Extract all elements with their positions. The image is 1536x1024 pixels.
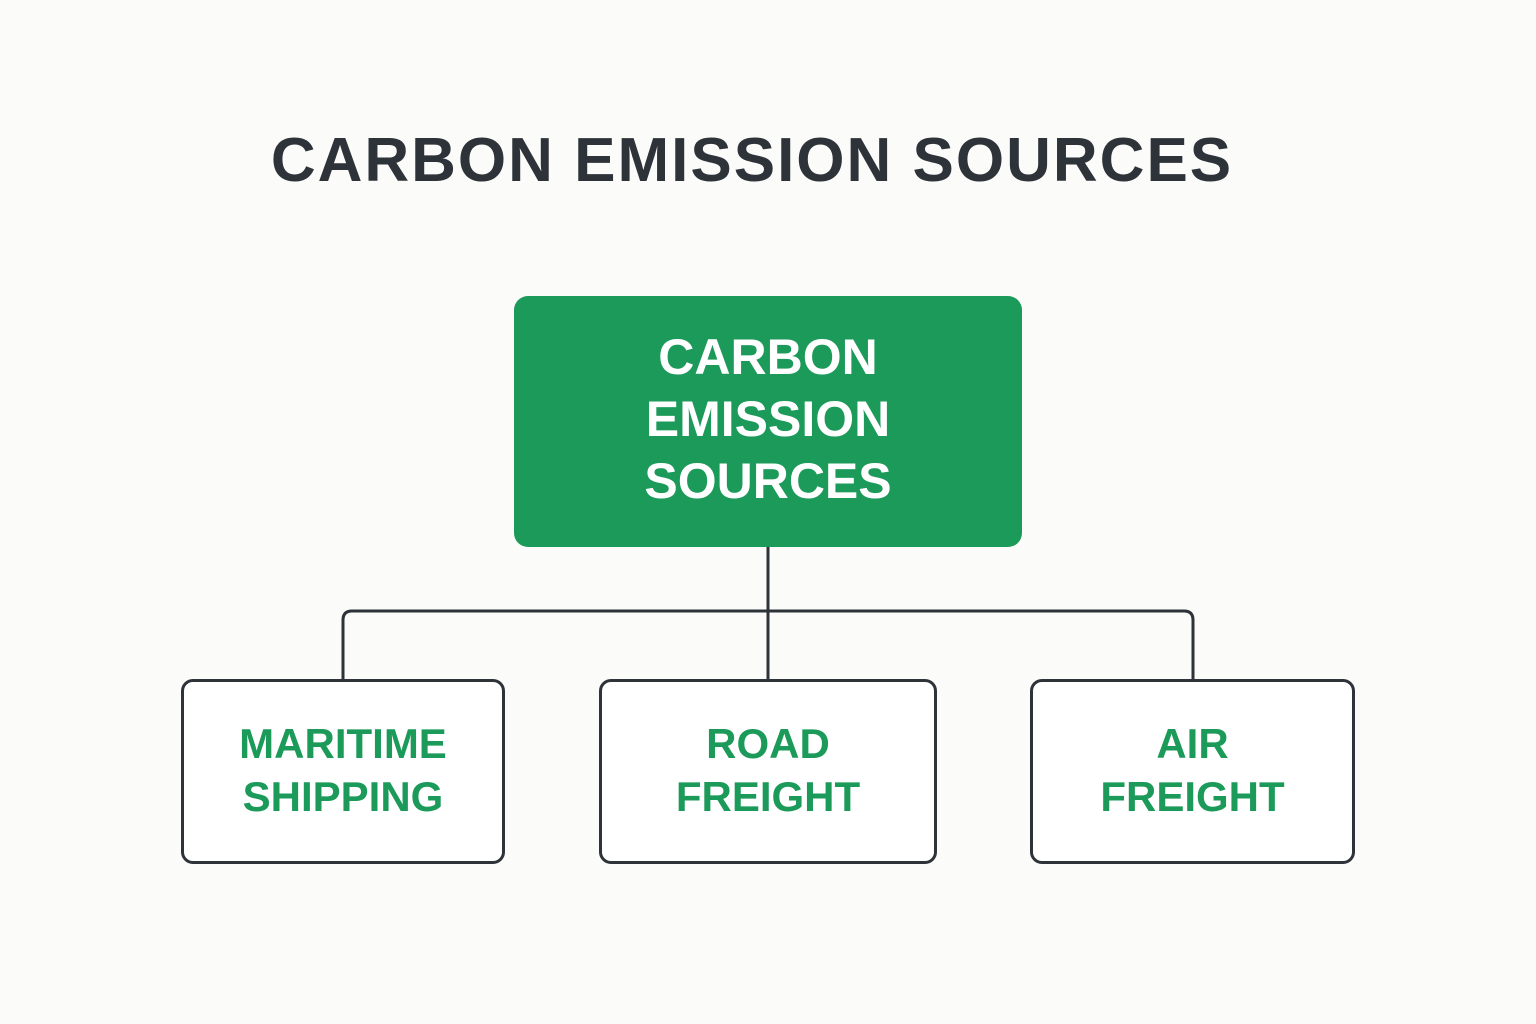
connector-bus xyxy=(341,609,1195,679)
child-node-air-freight: AIR FREIGHT xyxy=(1030,679,1355,864)
child-node-label: ROAD FREIGHT xyxy=(675,719,861,820)
root-node: CARBON EMISSION SOURCES xyxy=(514,296,1022,547)
page-title: CARBON EMISSION SOURCES xyxy=(270,126,1234,195)
child-node-label: AIR FREIGHT xyxy=(1100,719,1285,820)
root-node-label: CARBON EMISSION SOURCES xyxy=(644,328,892,509)
child-node-road-freight: ROAD FREIGHT xyxy=(599,679,937,864)
child-node-maritime-shipping: MARITIME SHIPPING xyxy=(181,679,505,864)
child-node-label: MARITIME SHIPPING xyxy=(239,719,447,820)
